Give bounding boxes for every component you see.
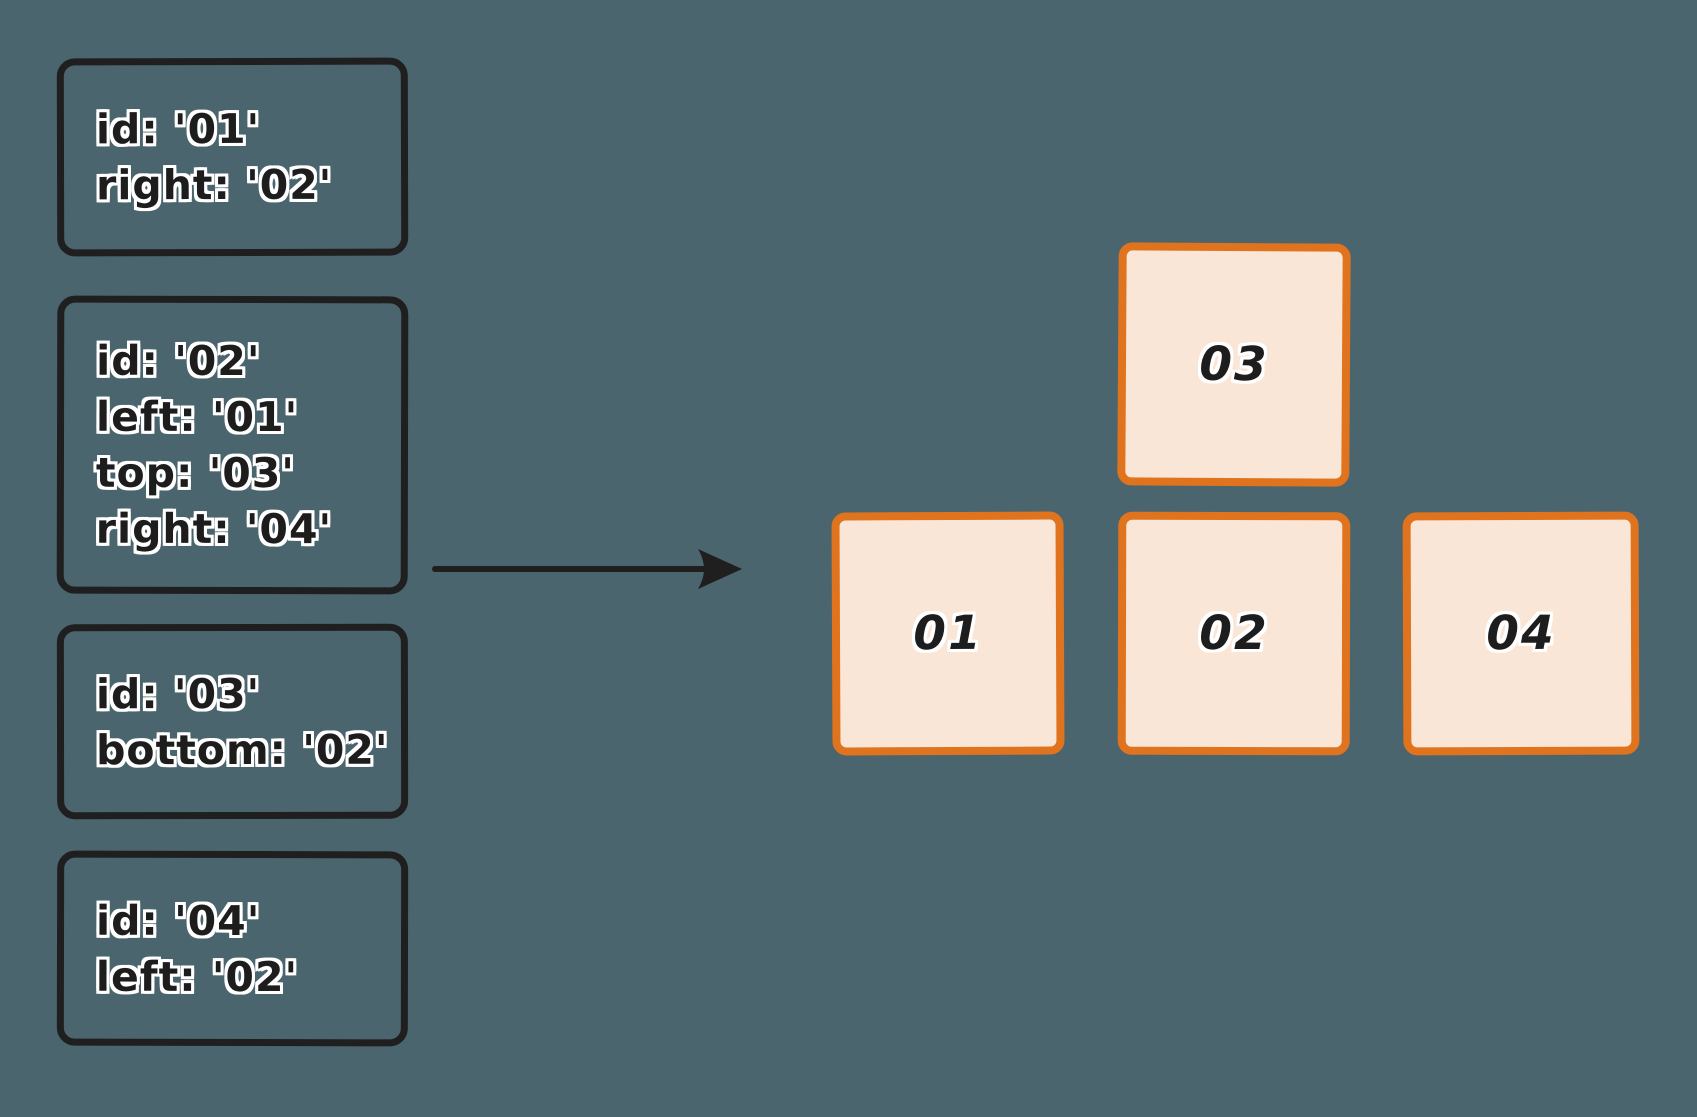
node-card-03-line-id: id: '03': [95, 669, 261, 718]
node-card-03: id: '03' bottom: '02': [56, 623, 409, 820]
grid-cell-04: 04: [1402, 511, 1640, 756]
node-card-02-line-left: left: '01': [96, 392, 299, 442]
grid-cell-03-label: 03: [1199, 336, 1269, 393]
grid-cell-02-label: 02: [1199, 605, 1269, 662]
grid-cell-03: 03: [1117, 242, 1351, 487]
node-card-01-line-right: right: '02': [96, 160, 333, 210]
node-card-02-line-top: top: '03': [95, 448, 295, 498]
node-card-02: id: '02' left: '01' top: '03' right: '04…: [56, 295, 409, 595]
node-card-01: id: '01' right: '02': [56, 57, 409, 257]
grid-cell-04-label: 04: [1486, 605, 1556, 662]
node-card-04: id: '04' left: '02': [56, 850, 409, 1047]
node-card-04-line-id: id: '04': [96, 896, 261, 945]
node-card-02-line-right: right: '04': [95, 504, 333, 554]
grid-cell-02: 02: [1117, 511, 1351, 756]
node-card-01-line-id: id: '01': [95, 104, 261, 154]
node-card-03-line-bottom: bottom: '02': [96, 725, 389, 774]
arrow-right-icon: [432, 549, 742, 589]
node-card-04-line-left: left: '02': [95, 952, 299, 1001]
grid-cell-01-label: 01: [913, 605, 983, 662]
grid-cell-01: 01: [831, 511, 1065, 756]
node-card-02-line-id: id: '02': [96, 336, 261, 386]
